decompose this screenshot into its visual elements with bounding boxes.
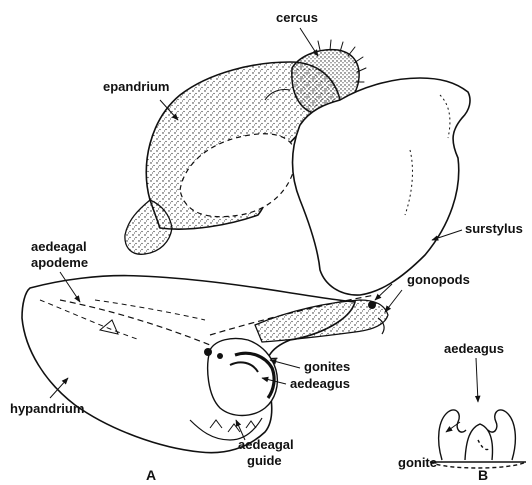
label-aedeagus-a: aedeagus [290, 376, 350, 391]
label-aedeagal-guide-line1: aedeagal [238, 437, 294, 452]
label-gonopods: gonopods [407, 272, 470, 287]
label-hypandrium: hypandrium [10, 401, 84, 416]
label-aedeagal-guide-line2: guide [247, 453, 282, 468]
cercus-leader [300, 28, 318, 56]
label-surstylus: surstylus [465, 221, 523, 236]
label-cercus: cercus [276, 10, 318, 25]
aedeagus-b-leader [476, 358, 478, 402]
panel-b-drawing [430, 410, 526, 468]
panel-label-b: B [478, 467, 488, 483]
surstylus-shape [293, 78, 471, 295]
label-aedeagal-apodeme-line2: apodeme [31, 255, 88, 270]
panel-label-a: A [146, 467, 156, 483]
label-epandrium: epandrium [103, 79, 169, 94]
label-aedeagal-apodeme-line1: aedeagal [31, 239, 87, 254]
label-aedeagus-b: aedeagus [444, 341, 504, 356]
label-gonite: gonite [398, 455, 437, 470]
label-gonites: gonites [304, 359, 350, 374]
gonopods-leader-2 [385, 290, 402, 312]
